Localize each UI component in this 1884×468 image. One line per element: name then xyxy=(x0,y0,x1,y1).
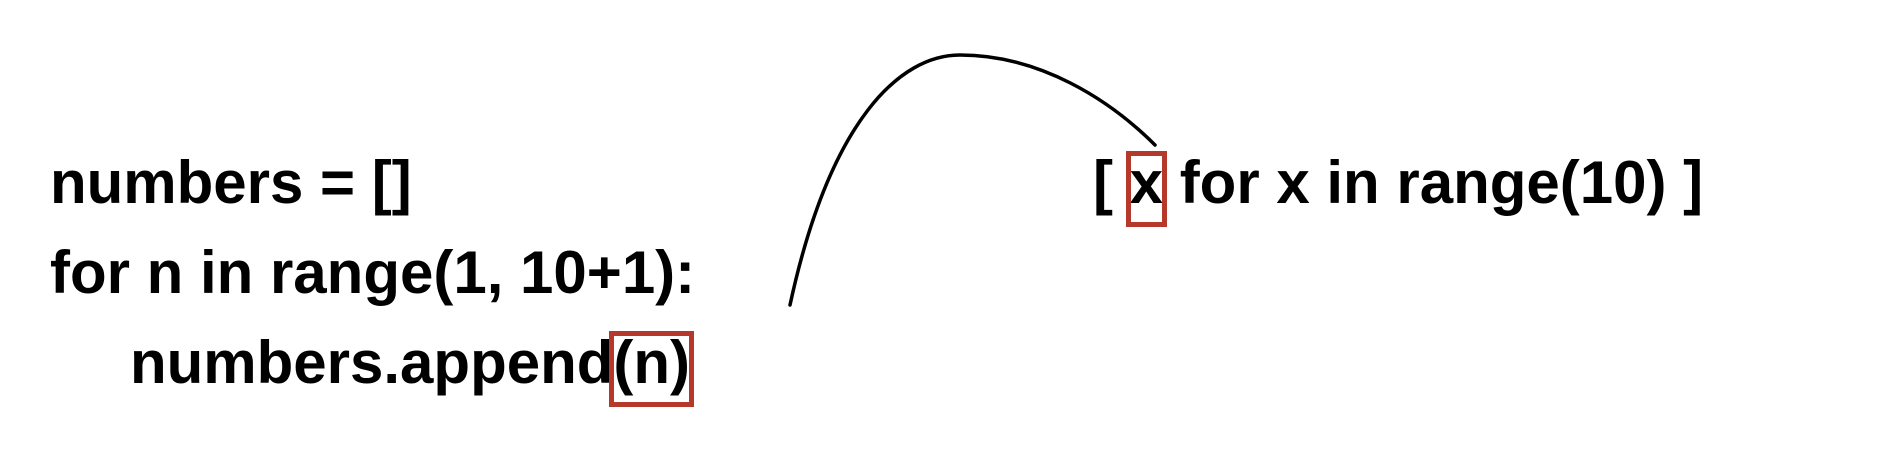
comp-open-bracket: [ xyxy=(1093,149,1130,216)
code-line-numbers-init: numbers = [] xyxy=(50,147,412,219)
highlight-box-append-arg: (n) xyxy=(609,327,694,407)
highlight-box-comp-expr: x xyxy=(1125,147,1168,227)
code-text: numbers.append xyxy=(130,329,614,396)
code-text: for n in range(1, 10+1): xyxy=(50,239,696,306)
code-line-append: numbers.append(n) xyxy=(130,327,694,407)
comp-rest: for x in range(10) ] xyxy=(1163,149,1704,216)
code-line-for-loop: for n in range(1, 10+1): xyxy=(50,237,695,309)
code-text: numbers = [] xyxy=(50,149,412,216)
list-comprehension: [ x for x in range(10) ] xyxy=(1093,147,1704,227)
